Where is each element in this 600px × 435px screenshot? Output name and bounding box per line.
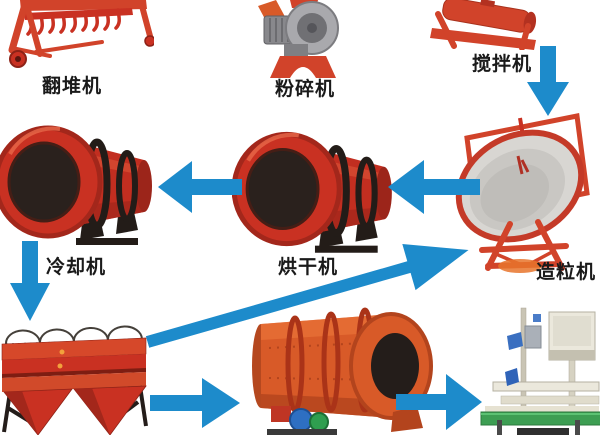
packing-machine-image [480,307,600,435]
rotary-drum-image [252,307,433,435]
arrow-drum-to-packer [396,374,482,430]
label-compost-turner: 翻堆机 [42,75,103,97]
granulator-image [455,113,590,273]
arrow-granulator-to-dryer [388,160,480,214]
mixer-image [430,0,537,50]
arrow-mixer-to-granulator [527,46,569,116]
arrow-screener-to-granulator [145,243,469,348]
label-crusher: 粉碎机 [275,78,336,100]
screener-image [1,325,148,435]
cooler-image [0,125,152,245]
label-dryer: 烘干机 [278,256,339,278]
drum-opening [371,333,419,399]
arrow-dryer-to-cooler [158,161,242,213]
arrow-cooler-to-screener [10,241,50,321]
label-mixer: 搅拌机 [472,53,533,75]
compost-turner-image [8,0,154,68]
arrow-screener-to-drum [150,378,240,428]
dryer-image [232,131,392,253]
conveyor-belt [480,411,600,426]
label-granulator: 造粒机 [536,261,597,283]
crusher-image [258,0,339,78]
label-cooler: 冷却机 [46,256,107,278]
